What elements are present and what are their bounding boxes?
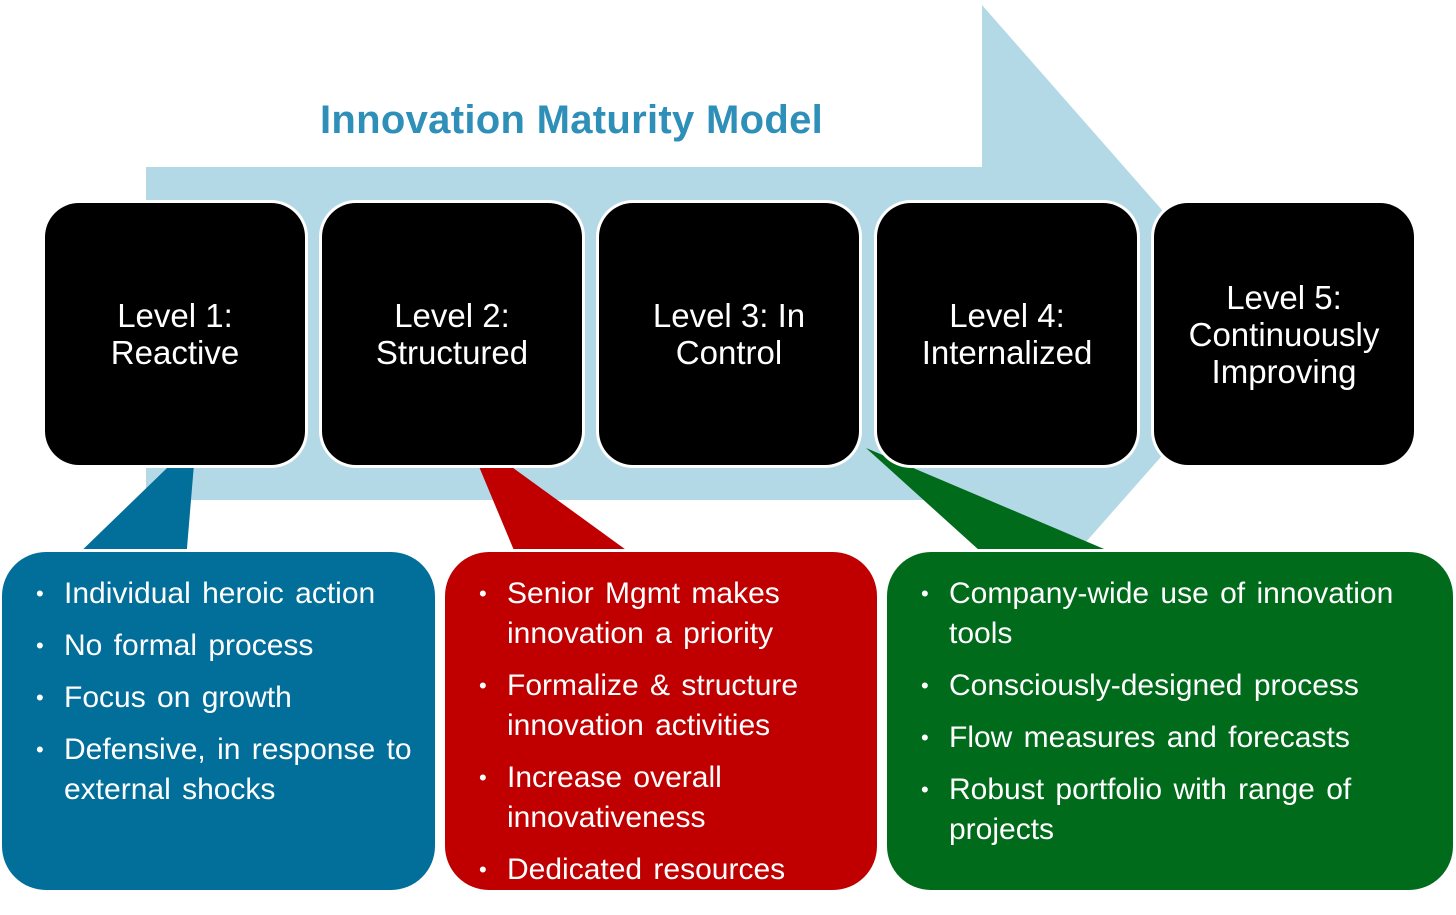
bullet-dot-icon: •	[36, 737, 44, 762]
bullet-dot-icon: •	[921, 725, 929, 750]
bullet-item: •Flow measures and forecasts	[921, 718, 1433, 758]
bullet-dot-icon: •	[921, 777, 929, 802]
bullet-dot-icon: •	[479, 673, 487, 698]
level-4-label: Level 4: Internalized	[921, 297, 1093, 371]
bullet-item: •Increase overall innovativeness	[479, 758, 857, 838]
level-4-box: Level 4: Internalized	[877, 203, 1137, 465]
level-1-bubble: •Individual heroic action •No formal pro…	[2, 552, 435, 890]
level-2-bubble: •Senior Mgmt makes innovation a priority…	[445, 552, 877, 890]
bullet-dot-icon: •	[921, 673, 929, 698]
level-3-box: Level 3: In Control	[599, 203, 859, 465]
level-5-box: Level 5: Continuously Improving	[1154, 203, 1414, 465]
bullet-dot-icon: •	[479, 857, 487, 882]
level-1-bullet-list: •Individual heroic action •No formal pro…	[36, 574, 415, 810]
bullet-item: •Defensive, in response to external shoc…	[36, 730, 415, 810]
level-2-bullet-list: •Senior Mgmt makes innovation a priority…	[479, 574, 857, 890]
bullet-item: •Robust portfolio with range of projects	[921, 770, 1433, 850]
bullet-item: •Formalize & structure innovation activi…	[479, 666, 857, 746]
diagram-title: Innovation Maturity Model	[320, 98, 824, 142]
green-bubble-pointer	[866, 448, 1130, 560]
bullet-dot-icon: •	[479, 765, 487, 790]
level-1-box: Level 1: Reactive	[45, 203, 305, 465]
level-2-label: Level 2: Structured	[375, 297, 529, 371]
bullet-item: •Focus on growth	[36, 678, 415, 718]
bullet-item: •Consciously-designed process	[921, 666, 1433, 706]
bullet-dot-icon: •	[36, 633, 44, 658]
bullet-dot-icon: •	[921, 581, 929, 606]
bullet-item: •Individual heroic action	[36, 574, 415, 614]
bullet-item: •Dedicated resources	[479, 850, 857, 890]
level-3-bubble: •Company-wide use of innovation tools •C…	[887, 552, 1453, 890]
bullet-item: •Senior Mgmt makes innovation a priority	[479, 574, 857, 654]
bullet-item: •No formal process	[36, 626, 415, 666]
level-3-bullet-list: •Company-wide use of innovation tools •C…	[921, 574, 1433, 850]
level-2-box: Level 2: Structured	[322, 203, 582, 465]
bullet-dot-icon: •	[36, 581, 44, 606]
bullet-dot-icon: •	[479, 581, 487, 606]
level-1-label: Level 1: Reactive	[110, 297, 240, 371]
level-3-label: Level 3: In Control	[652, 297, 806, 371]
bullet-dot-icon: •	[36, 685, 44, 710]
level-5-label: Level 5: Continuously Improving	[1188, 278, 1380, 390]
blue-bubble-pointer	[72, 440, 196, 560]
bullet-item: •Company-wide use of innovation tools	[921, 574, 1433, 654]
